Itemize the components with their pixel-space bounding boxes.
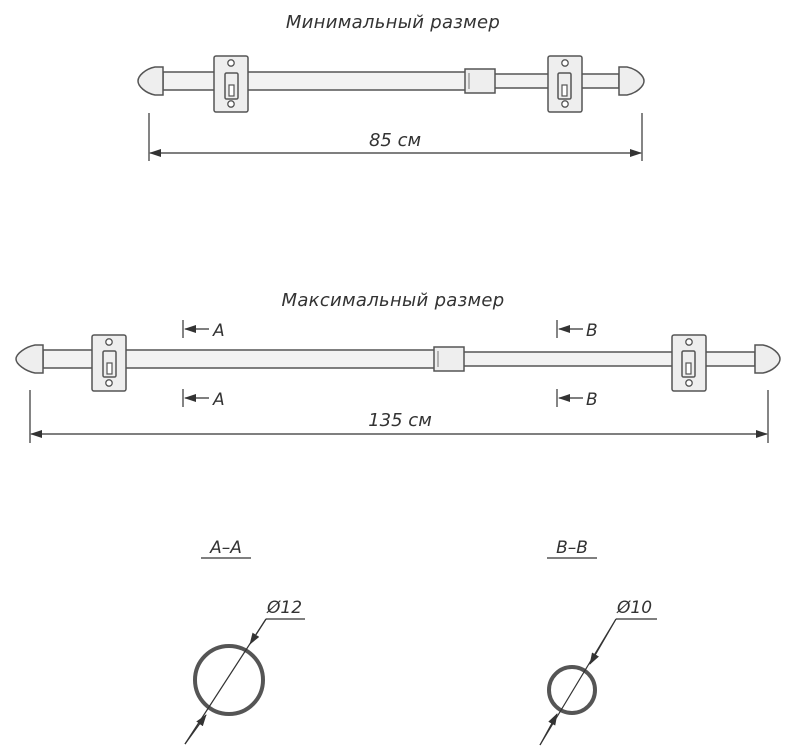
max-rod-coupling	[433, 346, 465, 372]
max-size-title: Максимальный размер	[282, 290, 505, 311]
min-size-title: Минимальный размер	[286, 12, 500, 33]
section-a-diameter: Ø12	[266, 598, 302, 618]
section-marker-a-bottom: A	[212, 390, 225, 410]
max-rod-assembly	[15, 334, 781, 392]
max-left-bracket	[91, 334, 127, 392]
max-dimension-label: 135 см	[368, 410, 432, 431]
max-rod-thin	[462, 351, 756, 367]
min-left-bracket	[213, 55, 249, 113]
section-cut-a	[182, 320, 209, 407]
max-dimension-line	[29, 390, 769, 443]
min-dimension-line	[148, 113, 643, 161]
section-marker-b-top: B	[586, 321, 598, 341]
section-b-circle	[539, 618, 657, 746]
section-a-circle	[184, 618, 305, 745]
min-right-finial	[618, 66, 645, 96]
section-b-title: B–B	[556, 538, 588, 558]
section-marker-a-top: A	[212, 321, 225, 341]
section-cut-b	[556, 320, 583, 407]
section-b-diameter: Ø10	[616, 598, 652, 618]
max-left-finial	[15, 344, 44, 374]
min-right-bracket	[547, 55, 583, 113]
section-marker-b-bottom: B	[586, 390, 598, 410]
min-dimension-label: 85 см	[369, 130, 421, 151]
section-a-title: A–A	[209, 538, 242, 558]
max-right-finial	[754, 344, 781, 374]
max-right-bracket	[671, 334, 707, 392]
min-rod-coupling	[464, 68, 496, 94]
min-rod-assembly	[137, 55, 645, 113]
min-rod-thick	[162, 71, 474, 91]
min-left-finial	[137, 66, 164, 96]
